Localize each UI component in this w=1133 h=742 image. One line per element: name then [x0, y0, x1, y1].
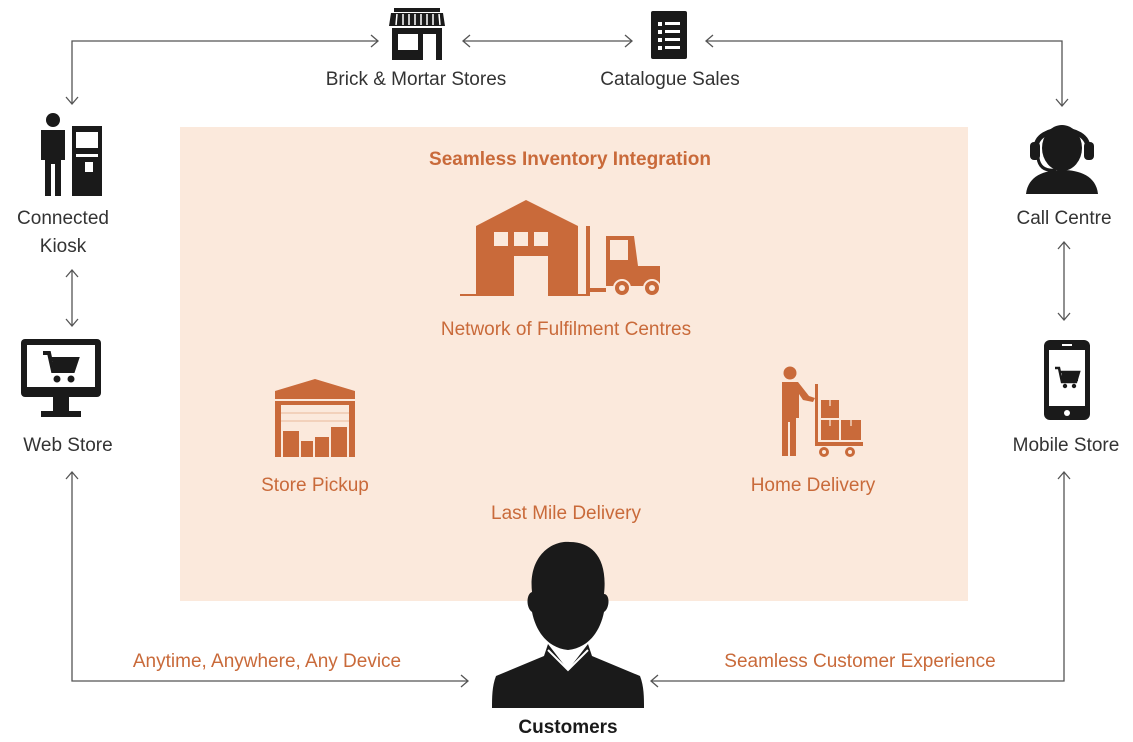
storefront-icon: [389, 8, 445, 60]
home-delivery-icon: [782, 366, 863, 457]
connector-mobile-customers: [651, 472, 1065, 682]
integration-title: Seamless Inventory Integration: [429, 149, 711, 170]
kiosk-label-line1: Connected: [17, 208, 109, 229]
home-delivery-label: Home Delivery: [750, 475, 876, 496]
phone-cart-icon: [1044, 340, 1090, 420]
brick-mortar-label: Brick & Mortar Stores: [325, 69, 507, 90]
catalogue-list-icon: [651, 11, 687, 59]
headset-agent-icon: [1026, 125, 1098, 194]
monitor-cart-icon: [21, 339, 101, 417]
store-pickup-icon: [275, 379, 355, 457]
store-pickup-label: Store Pickup: [261, 475, 369, 496]
customers-label: Customers: [518, 717, 618, 738]
flow-caption-right: Seamless Customer Experience: [724, 651, 996, 672]
warehouse-forklift-icon: [460, 200, 661, 297]
connector-webstore-customers: [71, 472, 468, 682]
fulfilment-label: Network of Fulfilment Centres: [440, 319, 692, 340]
call-centre-label: Call Centre: [1016, 208, 1112, 229]
last-mile-label: Last Mile Delivery: [491, 503, 641, 524]
flow-caption-left: Anytime, Anywhere, Any Device: [132, 651, 402, 672]
kiosk-label-line2: Kiosk: [39, 236, 87, 257]
connector-catalogue-callcentre: [706, 40, 1063, 106]
customer-silhouette-icon: [492, 541, 644, 708]
mobile-store-label: Mobile Store: [1012, 435, 1120, 456]
inventory-integration-panel: [180, 127, 968, 601]
web-store-label: Web Store: [23, 435, 113, 456]
kiosk-icon: [41, 113, 102, 196]
catalogue-label: Catalogue Sales: [600, 69, 740, 90]
connector-kiosk-brick: [71, 40, 378, 104]
